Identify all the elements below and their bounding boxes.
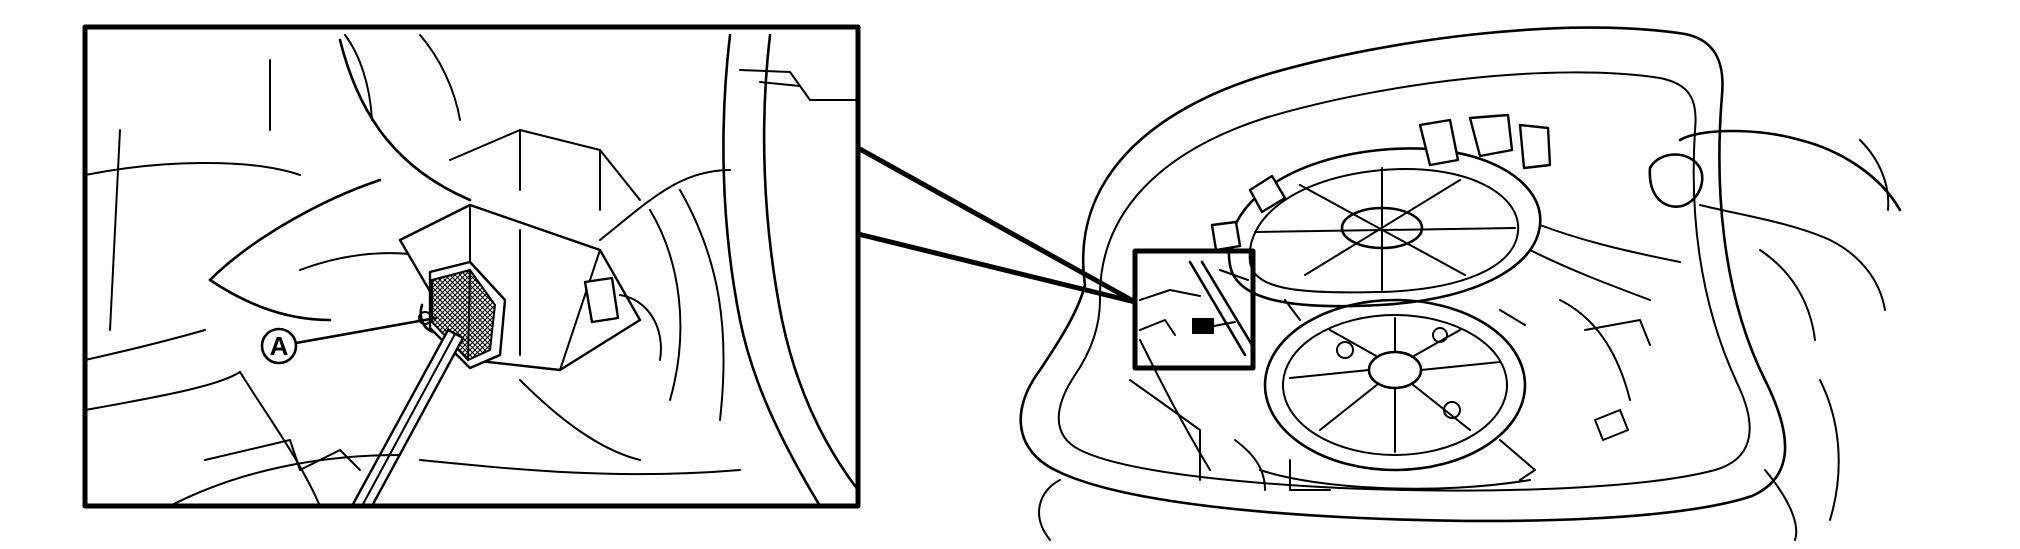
callout-A-circle [260,327,298,365]
callout-A-leader [294,316,438,345]
zoom-leader-upper [855,145,1138,305]
upper-actuator [1210,113,1681,308]
mirror-housing-inner-rim [1057,71,1751,492]
callout-A: A [260,316,438,365]
release-tool [350,328,465,506]
detail-locator-content [1139,260,1254,357]
detail-zoom-frame [82,24,861,509]
mirror-assembly-overview [1019,26,1902,541]
mirror-housing-outer [1019,26,1787,523]
connector-small [1192,318,1214,334]
detail-zoom-panel [82,24,861,509]
detail-locator-box [1132,248,1256,371]
lower-motor [1263,298,1536,491]
technician-hand [1648,129,1902,521]
zoom-leader-lower [855,231,1138,305]
callout-A-label: A [270,331,289,361]
